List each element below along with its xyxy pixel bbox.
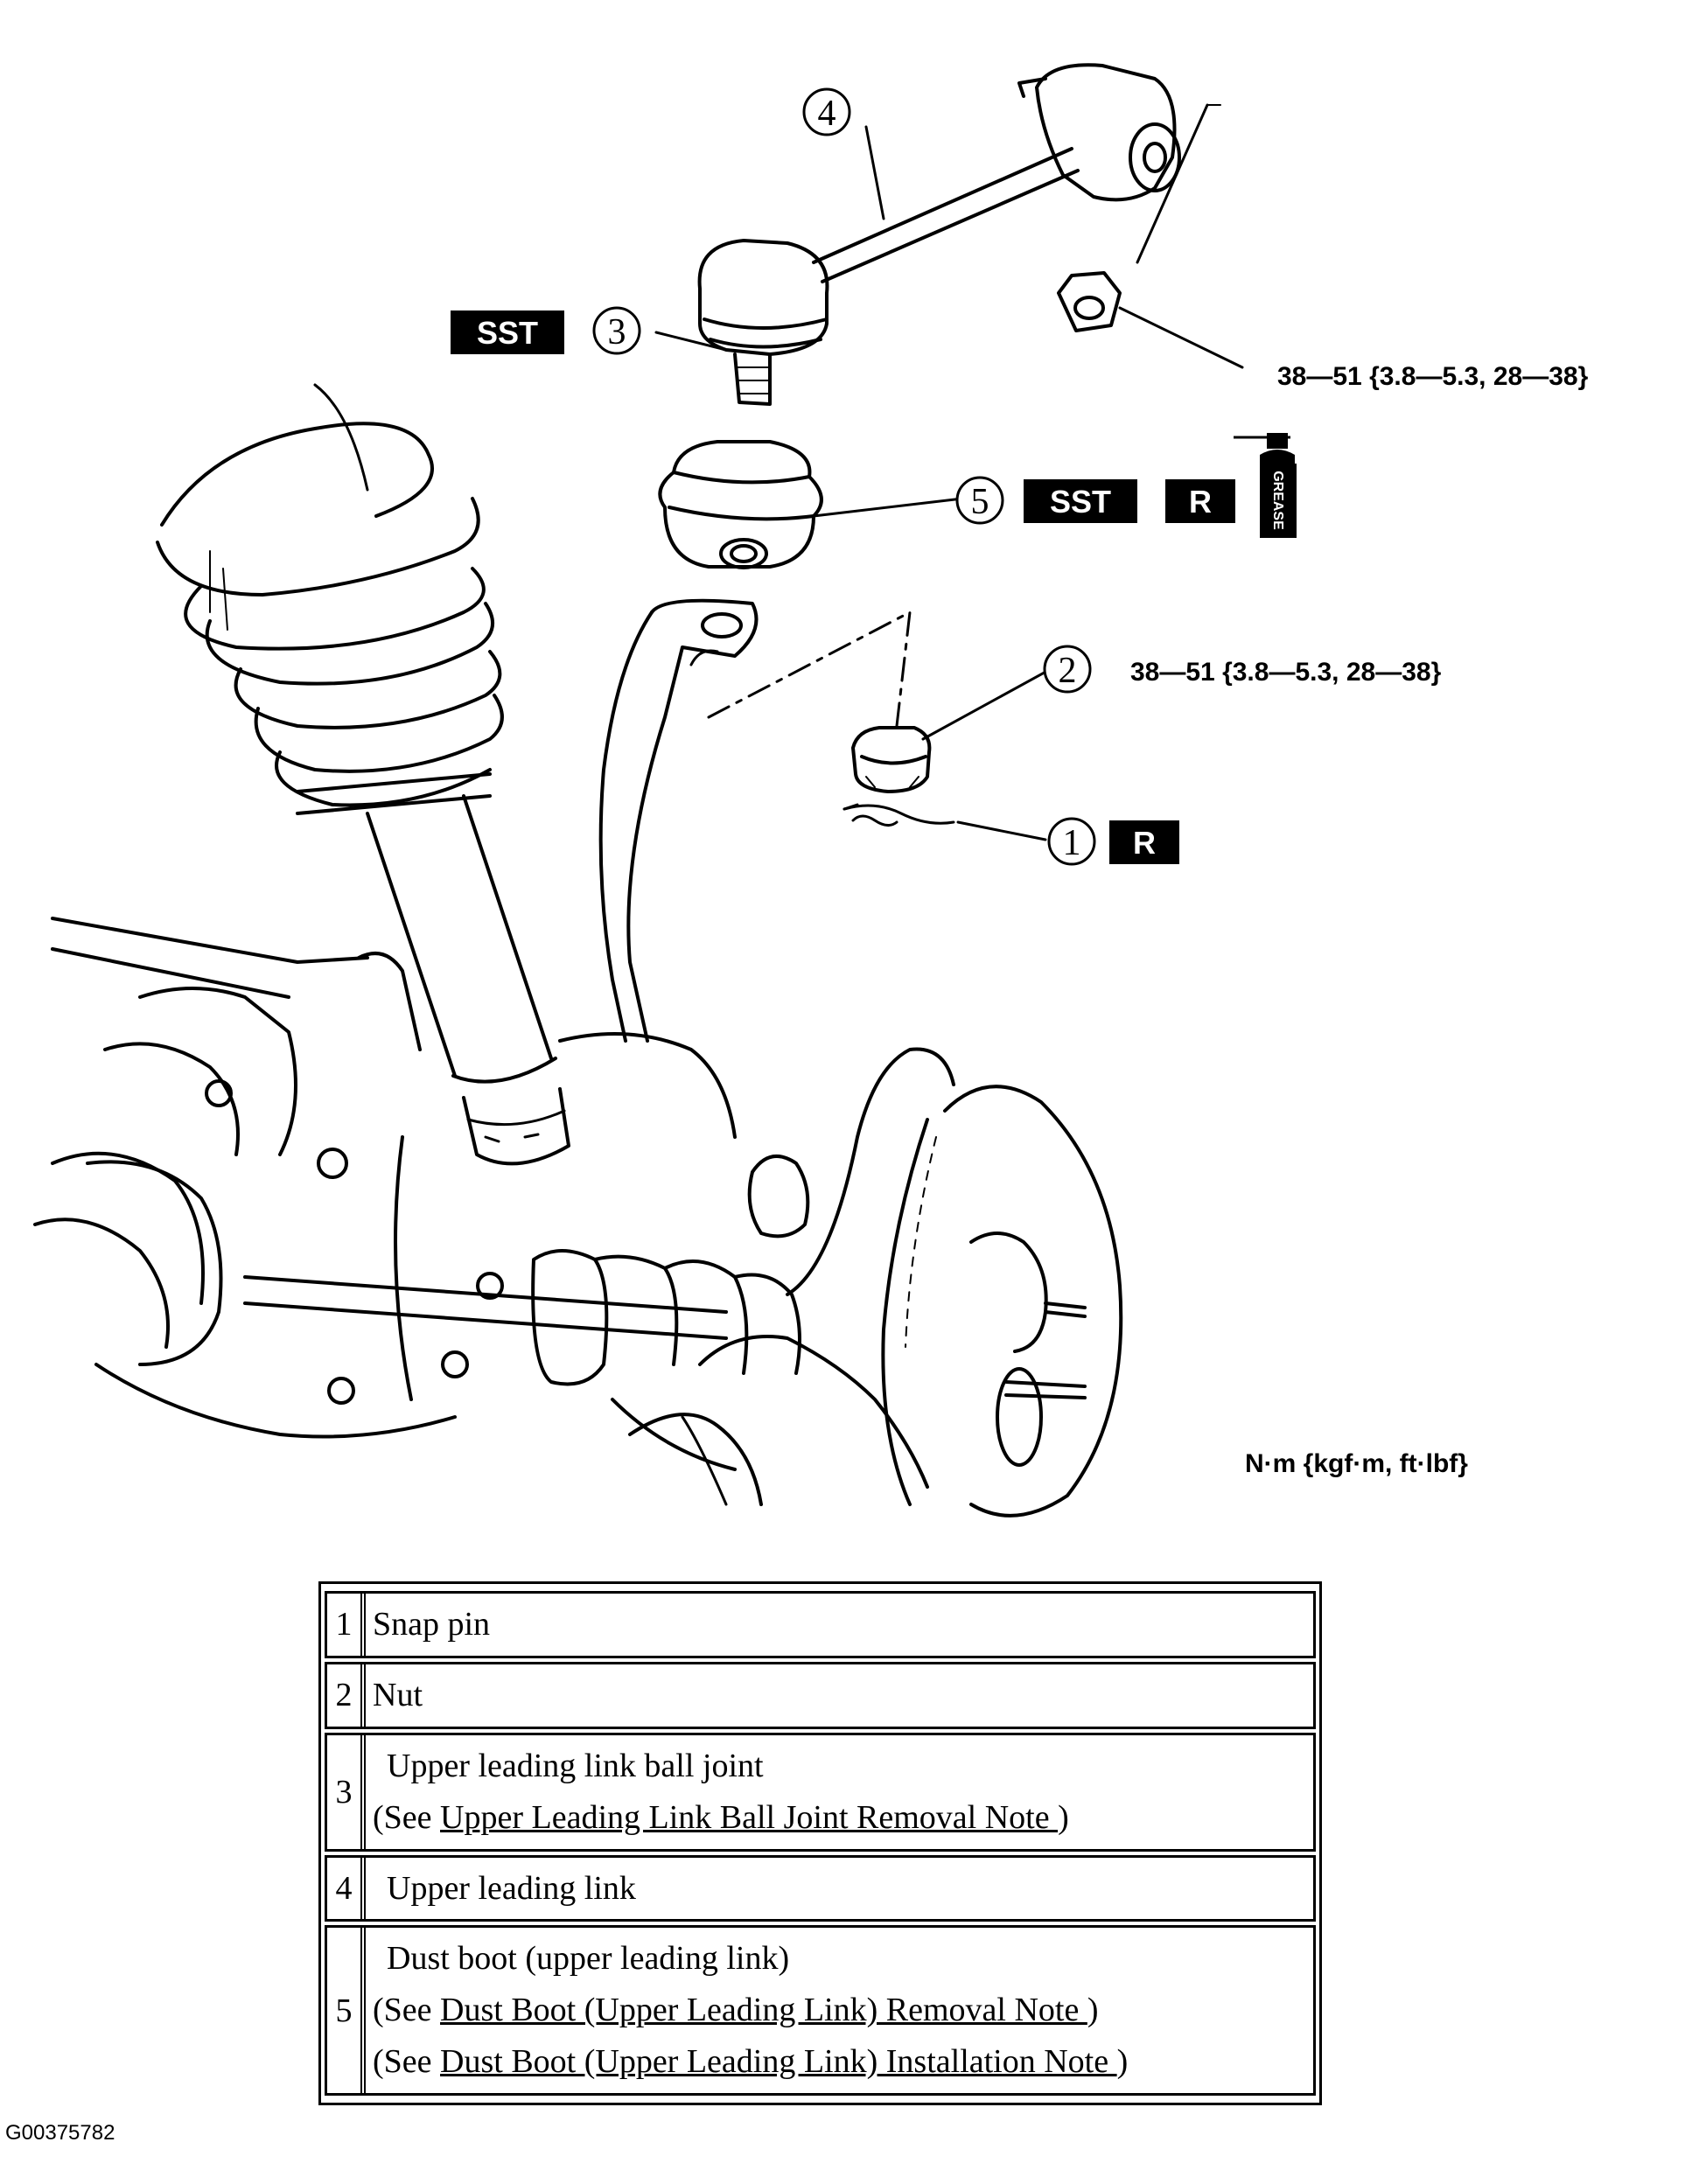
part-name: Upper leading link <box>387 1869 636 1907</box>
r-badge-1-label: R <box>1133 825 1156 861</box>
part-name: Upper leading link ball joint <box>387 1747 764 1784</box>
snap-pin-drawing <box>843 803 955 827</box>
note-suffix: ) <box>1116 2043 1129 2081</box>
ball-joint-removal-note-link[interactable]: Upper Leading Link Ball Joint Removal No… <box>440 1798 1059 1836</box>
callout-1-label: 1 <box>1063 823 1081 863</box>
part-number: 2 <box>327 1664 366 1727</box>
brake-disc-drawing <box>881 1085 1123 1518</box>
ball-joint-drawing <box>697 239 829 406</box>
sst-badge-3: SST <box>451 311 564 354</box>
callout-3: 3 <box>592 306 641 355</box>
knuckle-drawing <box>628 1047 955 1506</box>
part-number: 1 <box>327 1594 366 1656</box>
table-row: 1 Snap pin <box>325 1591 1316 1658</box>
r-badge-5-label: R <box>1189 484 1212 520</box>
table-row: 3 Upper leading link ball joint (See Upp… <box>325 1732 1316 1852</box>
sst-badge-3-label: SST <box>477 315 538 351</box>
torque-units: N·m {kgf·m, ft·lbf} <box>1245 1449 1468 1478</box>
sst-badge-5: SST <box>1024 479 1137 523</box>
callout-4: 4 <box>802 87 851 136</box>
callout-2: 2 <box>1043 645 1092 694</box>
part-note: (See Dust Boot (Upper Leading Link) Inst… <box>373 2036 1306 2088</box>
shock-absorber-drawing <box>366 794 570 1166</box>
parts-table: 1 Snap pin 2 Nut 3 Upper leading link ba… <box>318 1581 1322 2106</box>
grease-can-icon: GREASE <box>1234 433 1297 538</box>
table-row: 2 Nut <box>325 1661 1316 1729</box>
note-prefix: (See <box>373 1992 441 2029</box>
note-suffix: ) <box>1087 1992 1099 2029</box>
callout-5-label: 5 <box>971 482 989 522</box>
dust-boot-drawing <box>658 440 823 569</box>
r-badge-5: R <box>1165 479 1235 523</box>
callout-1: 1 <box>1047 817 1096 866</box>
part-note: (See Upper Leading Link Ball Joint Remov… <box>373 1792 1306 1844</box>
leader-lines <box>654 125 1244 841</box>
callout-3-label: 3 <box>608 312 626 352</box>
callout-4-label: 4 <box>818 94 836 134</box>
note-prefix: (See <box>373 2043 441 2081</box>
torque-spec-link-nut: 38—51 {3.8—5.3, 28—38} <box>1277 362 1589 391</box>
table-row: 4 Upper leading link <box>325 1854 1316 1922</box>
callout-2-label: 2 <box>1059 651 1077 691</box>
figure-id: G00375782 <box>5 2121 115 2145</box>
part-number: 4 <box>327 1857 366 1920</box>
drive-shaft-drawing <box>33 1151 801 1386</box>
part-name: Snap pin <box>373 1606 491 1643</box>
upper-leading-link-drawing <box>812 63 1221 332</box>
coil-spring-drawing <box>156 383 504 815</box>
dust-boot-installation-note-link[interactable]: Dust Boot (Upper Leading Link) Installat… <box>440 2043 1117 2081</box>
suspension-diagram: 4 3 5 2 1 SST SST R R GREASE 38—5 <box>33 63 1589 1518</box>
note-prefix: (See <box>373 1798 441 1836</box>
subframe-drawing <box>51 917 737 1471</box>
note-suffix: ) <box>1058 1798 1069 1836</box>
control-arm-drawing <box>598 598 912 1043</box>
grease-can-label: GREASE <box>1270 471 1285 530</box>
part-number: 3 <box>327 1734 366 1849</box>
callout-5: 5 <box>955 476 1004 525</box>
r-badge-1: R <box>1109 820 1179 864</box>
part-name: Dust boot (upper leading link) <box>387 1940 790 1978</box>
dust-boot-removal-note-link[interactable]: Dust Boot (Upper Leading Link) Removal N… <box>440 1992 1087 2029</box>
part-number: 5 <box>327 1928 366 2094</box>
torque-spec-ball-joint-nut: 38—51 {3.8—5.3, 28—38} <box>1130 658 1442 687</box>
part-note: (See Dust Boot (Upper Leading Link) Remo… <box>373 1985 1306 2036</box>
table-row: 5 Dust boot (upper leading link) (See Du… <box>325 1925 1316 2097</box>
part-name: Nut <box>373 1676 423 1713</box>
sst-badge-5-label: SST <box>1050 484 1111 520</box>
nut-drawing <box>851 726 932 793</box>
